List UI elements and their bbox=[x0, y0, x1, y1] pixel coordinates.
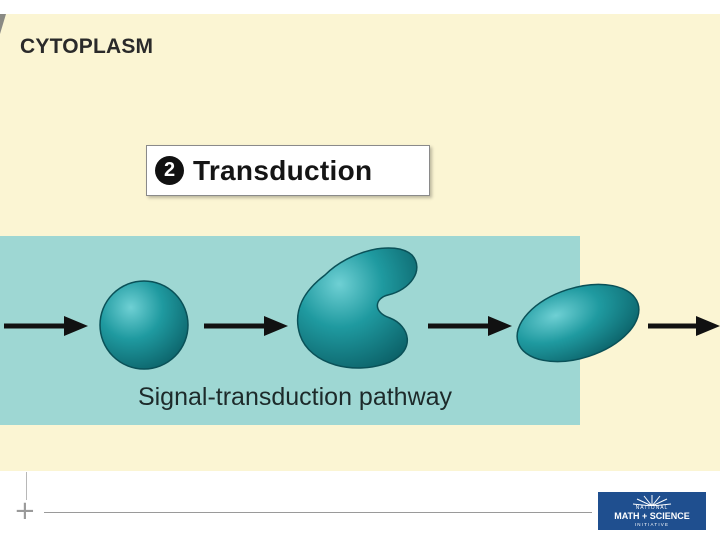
pathway-band bbox=[0, 236, 580, 425]
arrow-1 bbox=[4, 316, 88, 336]
footer-divider bbox=[26, 472, 27, 500]
nms-logo: NATIONAL MATH + SCIENCE INITIATIVE bbox=[598, 492, 706, 530]
pathway-label: Signal-transduction pathway bbox=[137, 383, 453, 411]
step-box: 2 Transduction bbox=[146, 145, 430, 196]
cytoplasm-label: CYTOPLASM bbox=[20, 35, 154, 58]
relay-protein-1 bbox=[99, 280, 189, 370]
arrow-4 bbox=[648, 316, 720, 336]
corner-mark bbox=[0, 14, 6, 34]
sunburst-icon bbox=[632, 495, 672, 506]
relay-protein-2 bbox=[296, 247, 418, 369]
logo-line-2: MATH + SCIENCE bbox=[614, 511, 690, 521]
relay-protein-3 bbox=[516, 283, 640, 363]
step-title: Transduction bbox=[193, 154, 373, 186]
arrow-2 bbox=[204, 316, 288, 336]
arrow-3 bbox=[428, 316, 512, 336]
logo-line-1: NATIONAL bbox=[635, 505, 669, 511]
step-number: 2 bbox=[155, 156, 184, 185]
footer-line bbox=[44, 512, 592, 513]
logo-line-3: INITIATIVE bbox=[634, 522, 670, 527]
plus-icon: + bbox=[14, 496, 36, 526]
